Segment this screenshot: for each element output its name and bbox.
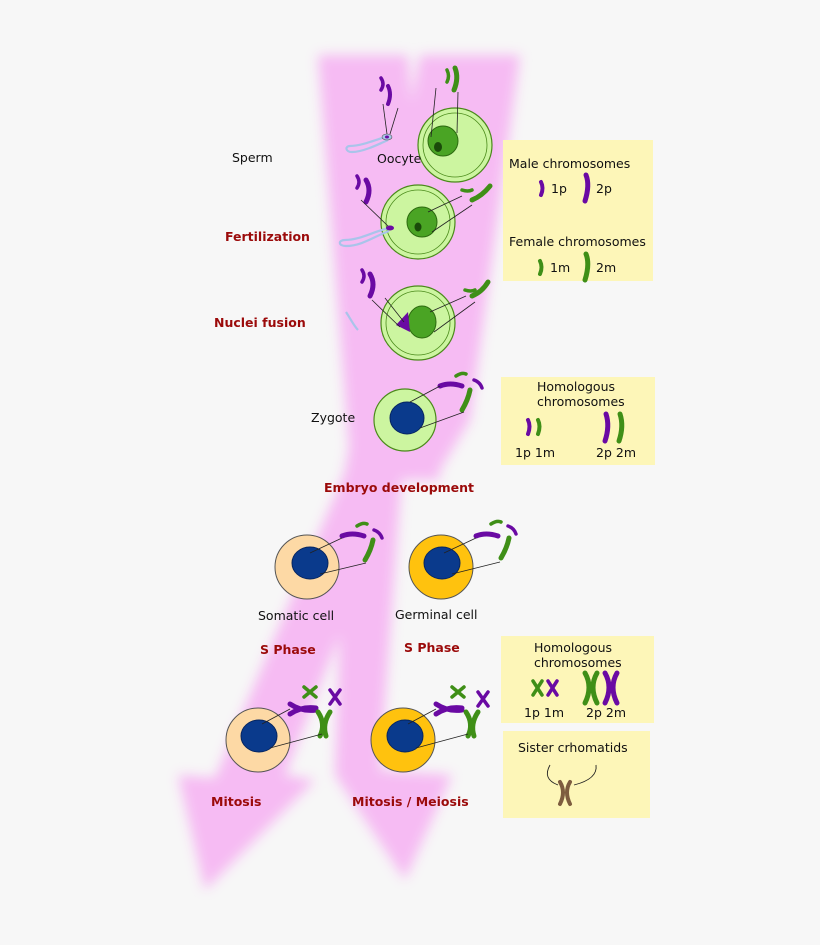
svg-text:1p 1m: 1p 1m	[524, 705, 564, 720]
mitosis-label: Mitosis	[211, 794, 261, 809]
legend-homologous-chromosomes-2: Homologous chromosomes 1p 1m 2p 2m	[501, 636, 654, 723]
s-phase-right-label: S Phase	[404, 640, 460, 655]
svg-text:2p: 2p	[596, 181, 612, 196]
svg-text:1m: 1m	[550, 260, 570, 275]
germinal-cell	[408, 519, 518, 600]
svg-text:Homologous: Homologous	[534, 640, 612, 655]
legend-homologous-chromosomes-1: Homologous chromosomes 1p 1m 2p 2m	[501, 377, 655, 465]
nuclei-fusion-label: Nuclei fusion	[214, 315, 306, 330]
svg-text:1p 1m: 1p 1m	[515, 445, 555, 460]
fertilization-label: Fertilization	[225, 229, 310, 244]
zygote-label: Zygote	[311, 410, 355, 425]
somatic-cell	[274, 521, 384, 600]
sperm-cell-top	[345, 76, 399, 154]
oocyte-cell	[417, 65, 493, 183]
flow-arrows	[178, 55, 520, 890]
embryo-development-label: Embryo development	[324, 480, 474, 495]
svg-text:chromosomes: chromosomes	[534, 655, 622, 670]
male-chromosomes-title: Male chromosomes	[509, 156, 630, 171]
arrow-left-branch	[178, 55, 440, 890]
svg-text:Sister crhomatids: Sister crhomatids	[518, 740, 628, 755]
s-phase-left-label: S Phase	[260, 642, 316, 657]
sperm-label: Sperm	[232, 150, 273, 165]
oocyte-label: Oocyte	[377, 151, 422, 166]
nuclei-fusion-cell	[345, 268, 491, 361]
svg-text:2p 2m: 2p 2m	[596, 445, 636, 460]
legend-parent-chromosomes: Male chromosomes 1p 2p Female chromosome…	[503, 140, 653, 283]
mitosis-cell	[225, 685, 342, 773]
legend-sister-chromatids: Sister crhomatids	[503, 731, 650, 818]
svg-text:2p 2m: 2p 2m	[586, 705, 626, 720]
svg-text:chromosomes: chromosomes	[537, 394, 625, 409]
arrow-right-branch	[335, 55, 520, 880]
mitosis-meiosis-label: Mitosis / Meiosis	[352, 794, 469, 809]
fertilization-cell	[338, 174, 493, 260]
somatic-cell-label: Somatic cell	[258, 608, 334, 623]
mitosis-meiosis-cell	[370, 685, 490, 773]
zygote-cell	[373, 371, 484, 452]
svg-text:2m: 2m	[596, 260, 616, 275]
female-chromosomes-title: Female chromosomes	[509, 234, 646, 249]
svg-text:1p: 1p	[551, 181, 567, 196]
germinal-cell-label: Germinal cell	[395, 607, 477, 622]
svg-text:Homologous: Homologous	[537, 379, 615, 394]
